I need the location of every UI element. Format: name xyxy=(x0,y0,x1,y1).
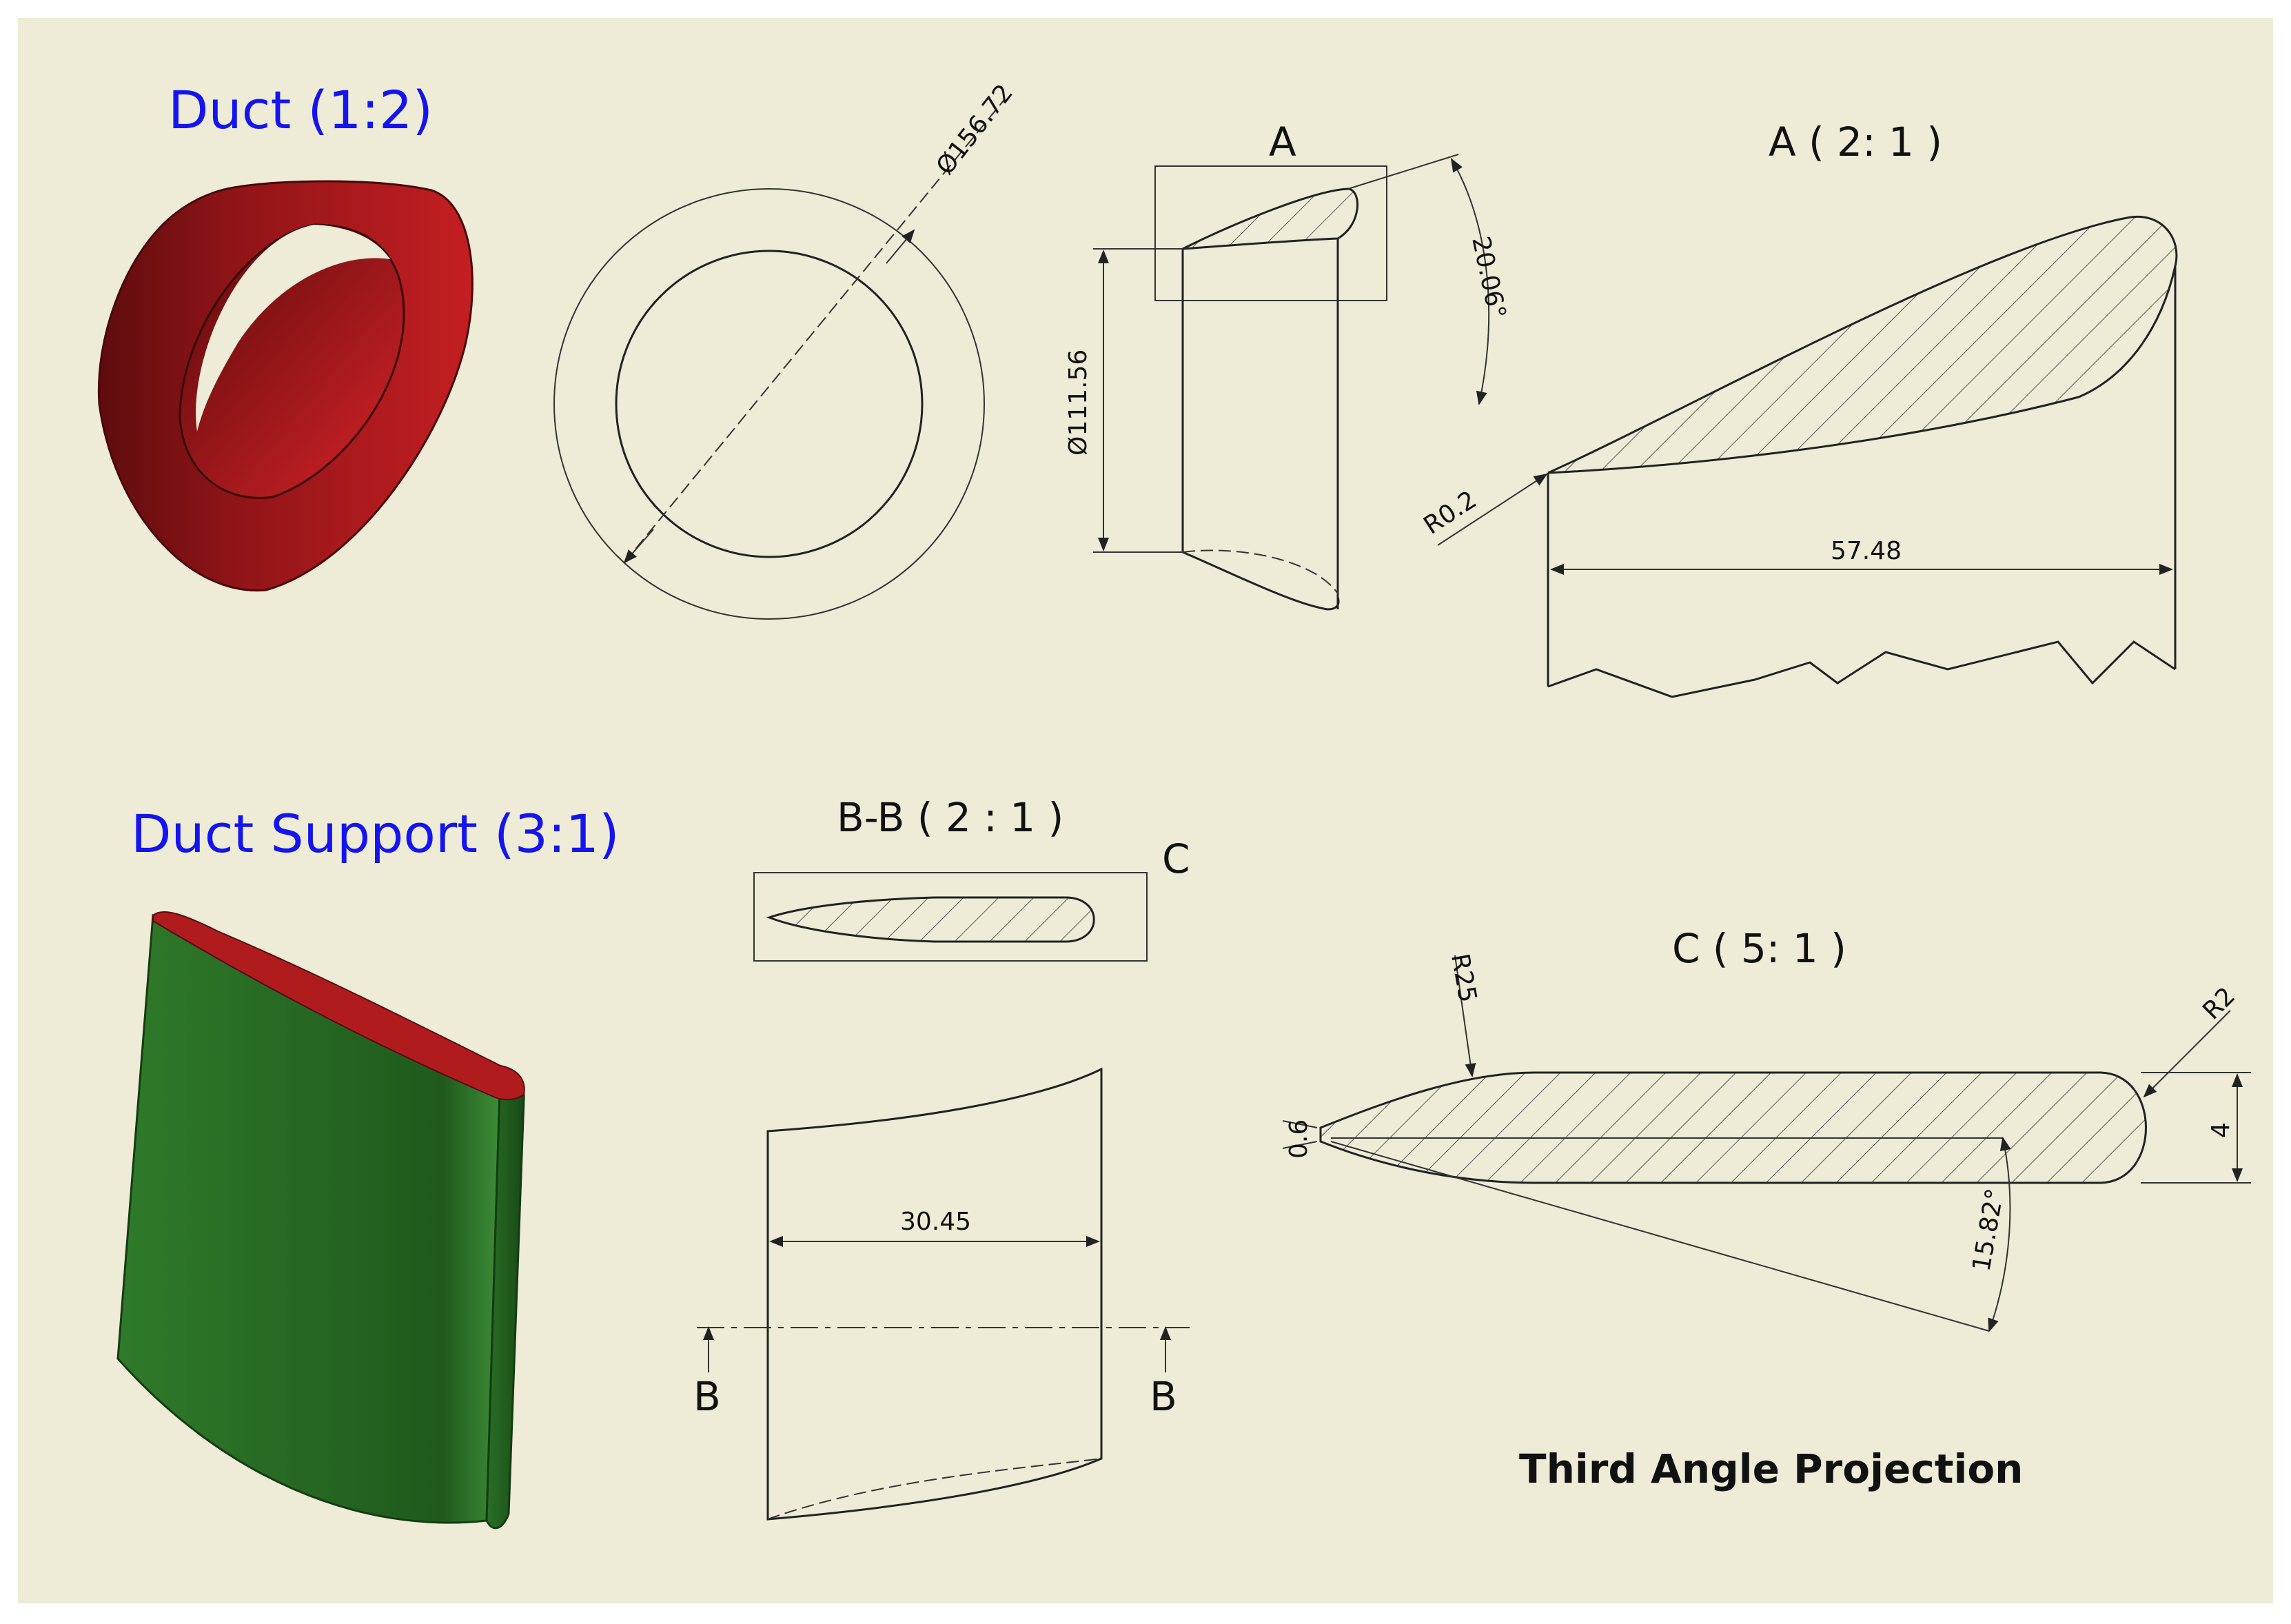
edge-radius-label: R0.2 xyxy=(1419,485,1482,540)
drawing-canvas: Duct (1:2) Duct Support (3:1) Ø156.72 A … xyxy=(97,79,2251,1530)
view-a-label: A xyxy=(1269,119,1296,165)
section-mark-left: B xyxy=(693,1373,721,1420)
detail-a-view: A ( 2: 1 ) 57.48 R0.2 xyxy=(1419,119,2178,698)
section-bb-view: B-B ( 2 : 1 ) C xyxy=(753,794,1190,962)
detail-c-reference: C xyxy=(1162,835,1190,882)
duct-3d-render xyxy=(97,180,474,592)
taper-angle-label: 15.82° xyxy=(1967,1186,2009,1273)
duct-title: Duct (1:2) xyxy=(168,79,433,141)
duct-front-view: Ø156.72 xyxy=(553,79,1019,620)
inner-diameter-label: Ø111.56 xyxy=(1064,349,1092,456)
drawing-sheet: Duct (1:2) Duct Support (3:1) Ø156.72 A … xyxy=(18,18,2273,1603)
duct-support-title: Duct Support (3:1) xyxy=(131,803,620,864)
duct-side-view: A Ø111.56 20.06° xyxy=(1064,119,1511,611)
tip-thickness-label: 0.6 xyxy=(1285,1119,1313,1159)
support-width-label: 30.45 xyxy=(900,1208,971,1236)
detail-a-label: A ( 2: 1 ) xyxy=(1769,119,1942,165)
section-mark-right: B xyxy=(1150,1373,1177,1420)
outer-diameter-label: Ø156.72 xyxy=(931,79,1019,181)
projection-label: Third Angle Projection xyxy=(1519,1445,2023,1492)
nose-radius-label: R2 xyxy=(2197,982,2241,1025)
detail-c-label: C ( 5: 1 ) xyxy=(1672,925,1846,972)
duct-support-3d-render xyxy=(116,911,525,1530)
section-bb-label: B-B ( 2 : 1 ) xyxy=(837,794,1063,841)
support-side-view: 30.45 B B xyxy=(693,1067,1190,1521)
profile-radius-label: R25 xyxy=(1445,951,1482,1004)
duct-angle-label: 20.06° xyxy=(1466,234,1511,321)
profile-thickness-label: 4 xyxy=(2207,1122,2235,1138)
detail-c-view: C ( 5: 1 ) 15.82° 0.6 R25 R2 4 xyxy=(1282,925,2251,1332)
detail-a-length-label: 57.48 xyxy=(1831,537,1902,565)
